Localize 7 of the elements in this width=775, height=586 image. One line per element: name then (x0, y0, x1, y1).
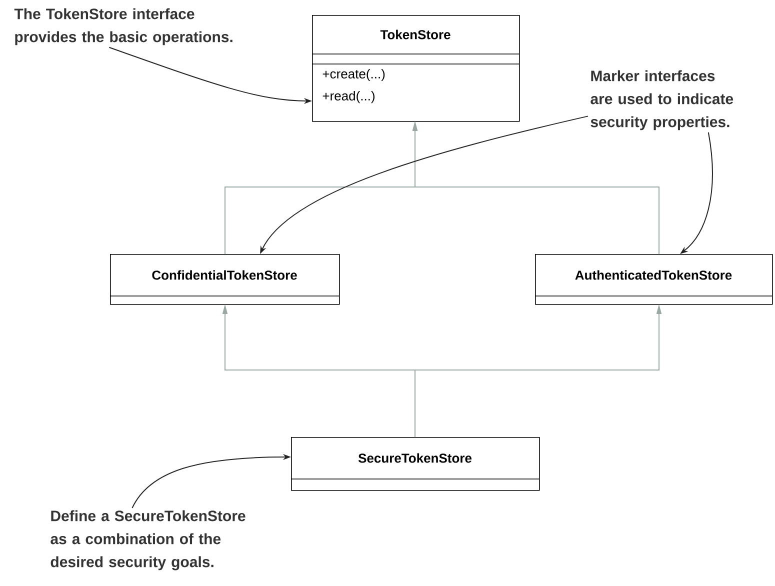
class-box: ConfidentialTokenStore (110, 254, 340, 305)
callout-text: Marker interfaces are used to indicate security properties. (590, 70, 734, 130)
class-box: TokenStore +create(...) +read(...) (312, 15, 520, 122)
class-box: AuthenticatedTokenStore (534, 254, 773, 305)
class-box: SecureTokenStore (290, 437, 540, 491)
callout-text: The TokenStore interface provides the basic operations. (14, 8, 232, 46)
callout-text: Define a SecureTokenStore as a combination of the desired security goals. (50, 510, 246, 570)
